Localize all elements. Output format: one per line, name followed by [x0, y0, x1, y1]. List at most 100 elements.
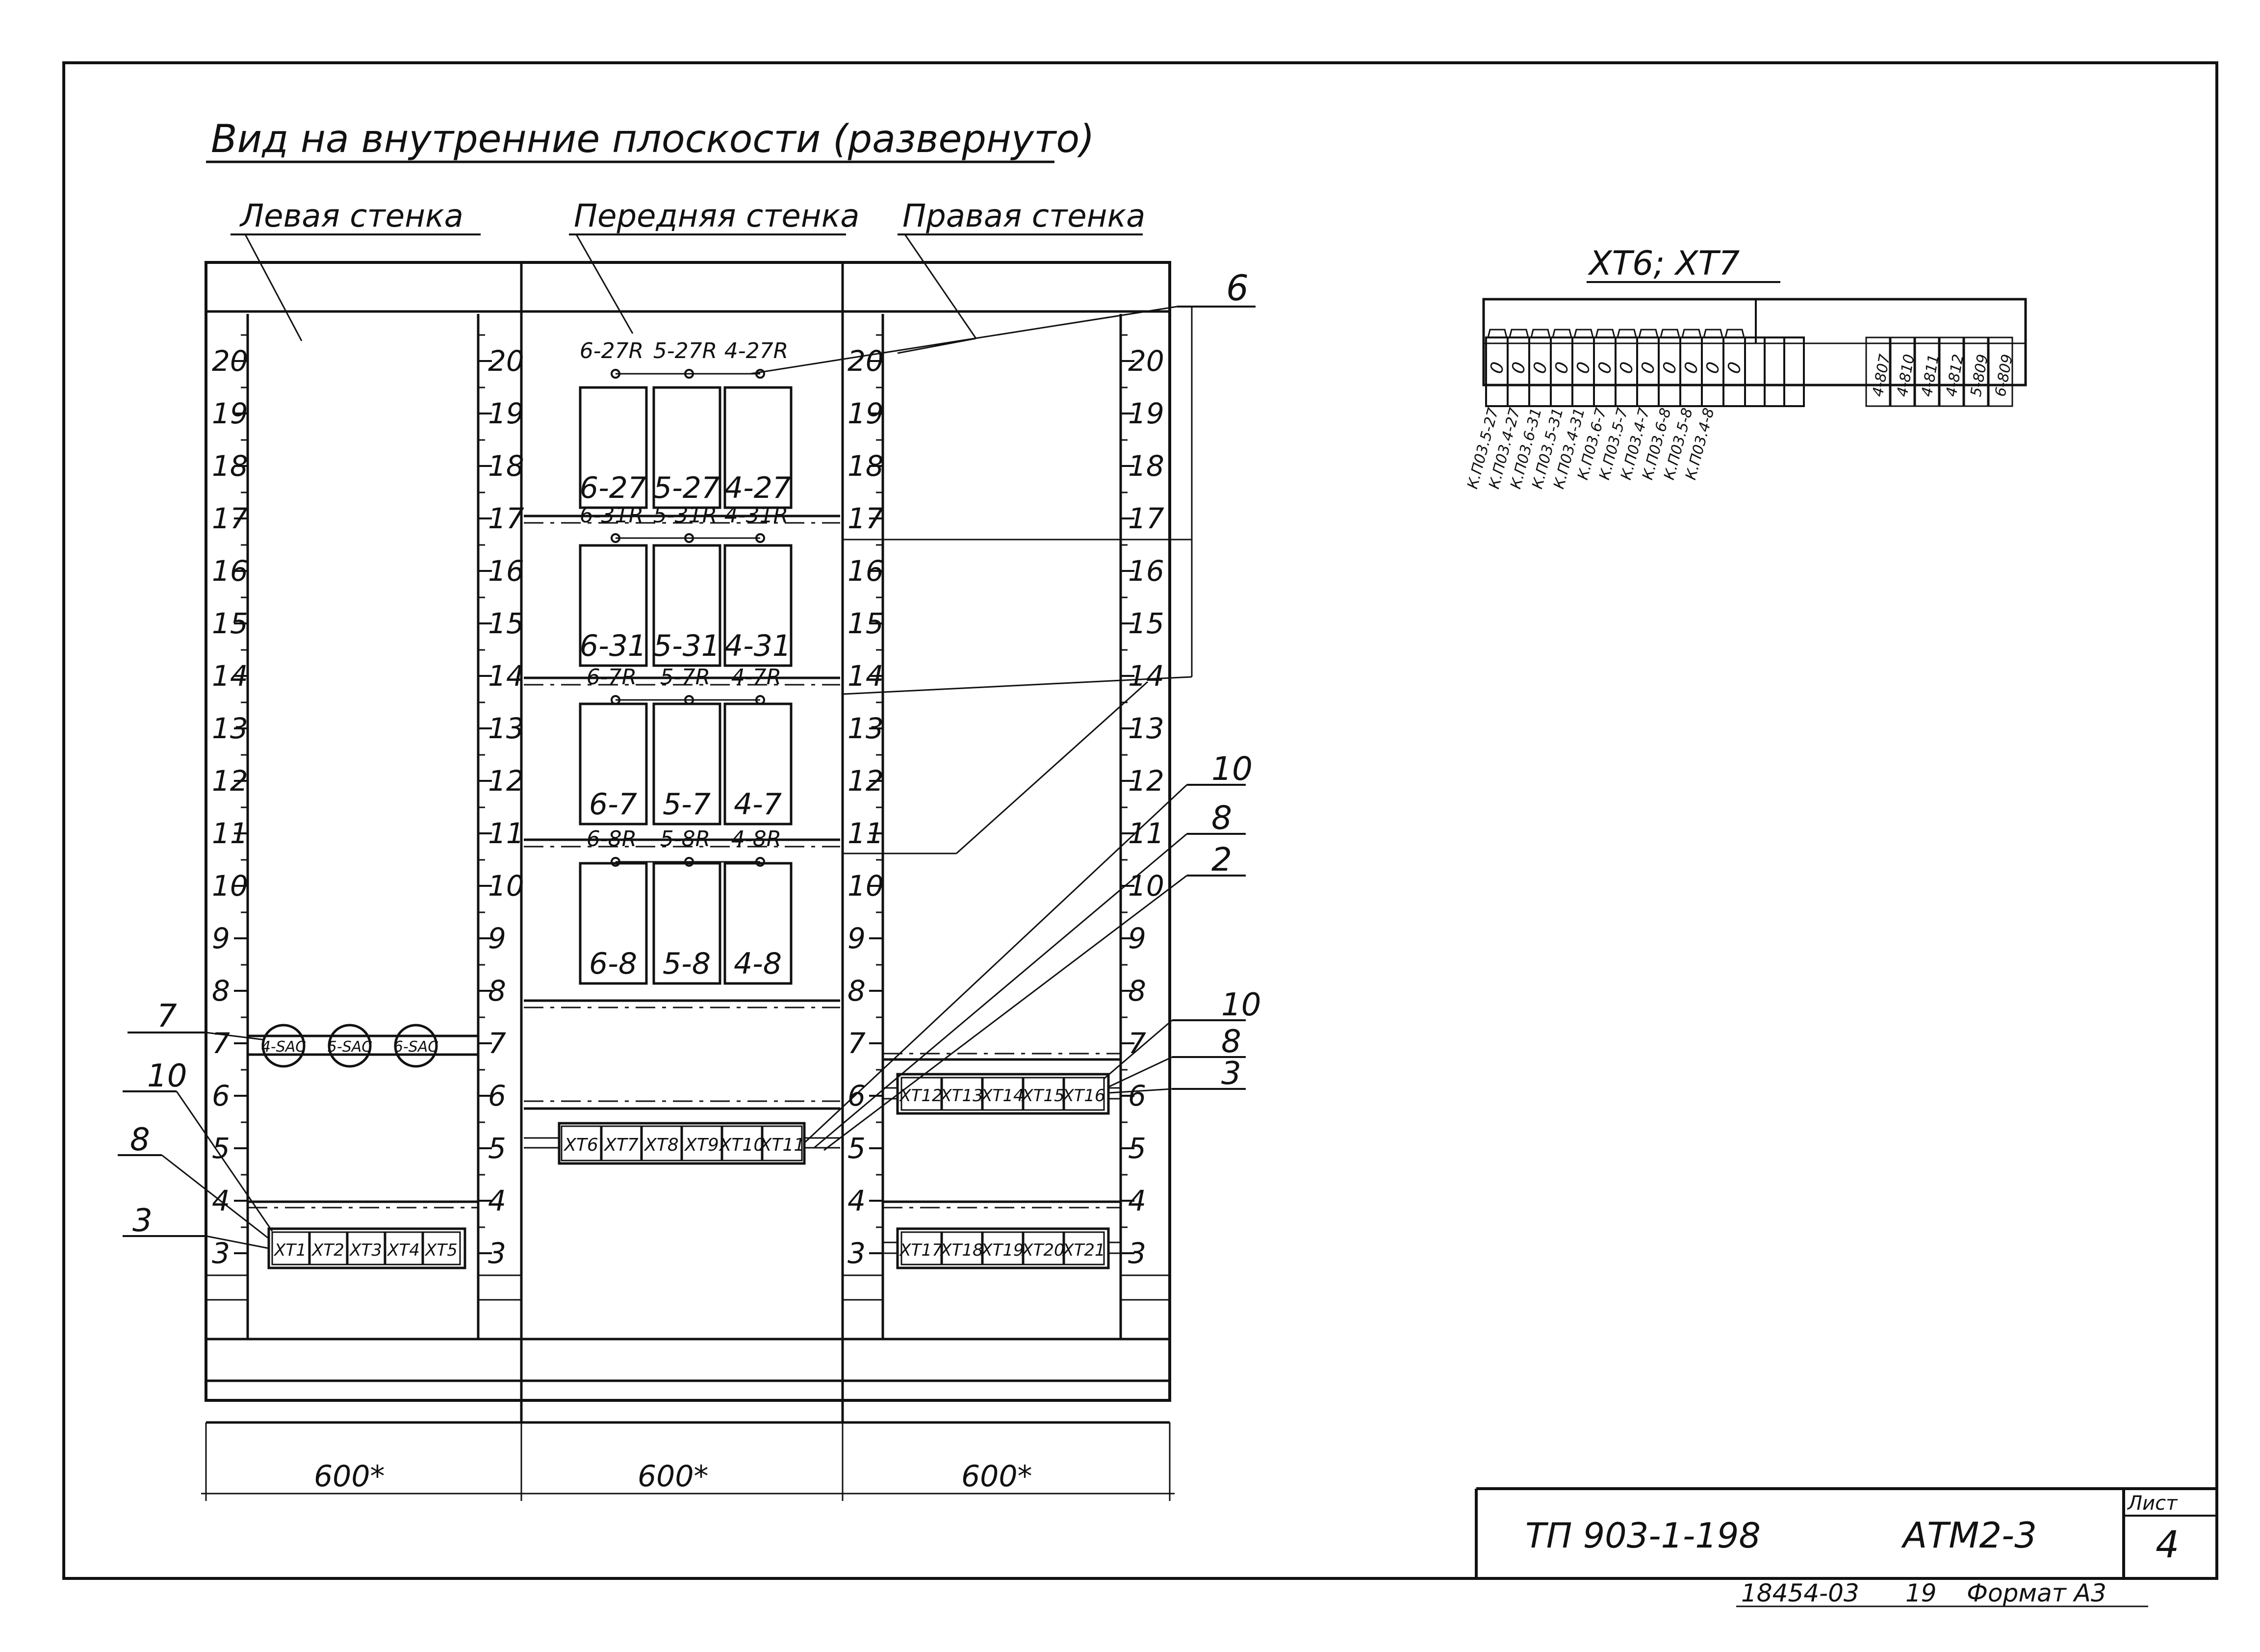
scale-number-left: 10 — [212, 869, 248, 903]
callout-leader — [750, 306, 1178, 375]
scale-number-right-inner: 11 — [848, 817, 884, 850]
scale-number-right-inner: 4 — [848, 1184, 866, 1217]
callout-leader — [843, 676, 1192, 695]
terminal-cap — [1617, 329, 1637, 338]
callout-leader — [205, 1235, 269, 1249]
scale-number-left: 7 — [212, 1027, 230, 1060]
terminal-block-XT11 — [762, 1125, 803, 1162]
terminal-block-XT4 — [385, 1231, 423, 1265]
inventory-number: 18454-03 — [1741, 1579, 1859, 1607]
device-6-7 — [579, 702, 648, 826]
device-label: 5-7 — [663, 787, 711, 822]
device-label: 5-8 — [663, 947, 711, 981]
device-label: 5-27 — [653, 471, 720, 505]
device-5-7 — [652, 702, 721, 826]
terminal-cell-right — [1865, 336, 1891, 407]
switch-4-SAC — [261, 1024, 306, 1068]
terminal-mark: 0 — [1508, 360, 1530, 376]
sheet-number: 4 — [2156, 1523, 2179, 1566]
relay-label: 5-7R — [660, 665, 710, 690]
terminal-block-label: XT10 — [719, 1135, 765, 1155]
callout-number-7: 7 — [157, 998, 177, 1034]
scale-number-right: 14 — [1128, 659, 1164, 693]
scale-number-left: 15 — [212, 607, 248, 640]
device-label: 4-31 — [724, 629, 791, 663]
scale-number-left-inner: 16 — [488, 554, 524, 588]
terminal-block-XT13 — [941, 1077, 983, 1111]
terminal-mark: 0 — [1551, 360, 1573, 376]
switch-label: 5-SAC — [328, 1038, 372, 1056]
device-5-31 — [652, 544, 721, 667]
callout-number-2: 2 — [1211, 841, 1232, 878]
terminal-mark: 0 — [1637, 360, 1660, 376]
scale-number-right-inner: 10 — [848, 869, 884, 903]
terminal-mark: 0 — [1486, 360, 1509, 376]
terminal-block-XT15 — [1023, 1077, 1064, 1111]
scale-number-right-inner: 8 — [848, 974, 866, 1007]
device-5-8 — [652, 862, 721, 985]
terminal-mark: 0 — [1572, 360, 1595, 376]
terminal-block-XT2 — [309, 1231, 348, 1265]
callout-number-6: 6 — [1226, 267, 1249, 309]
terminal-block-XT1 — [271, 1231, 310, 1265]
scale-number-left: 14 — [212, 659, 248, 693]
terminal-block-XT12 — [900, 1077, 942, 1111]
callout-leader — [814, 833, 1187, 1149]
scale-number-left-inner: 20 — [488, 344, 524, 378]
scale-number-left-inner: 5 — [488, 1132, 506, 1165]
scale-number-left-inner: 3 — [488, 1237, 506, 1270]
relay-label: 6-31R — [580, 503, 643, 528]
terminal-block-XT6 — [561, 1125, 602, 1162]
device-6-27 — [579, 386, 648, 509]
terminal-block-XT17 — [900, 1231, 942, 1265]
device-5-27 — [652, 386, 721, 509]
terminal-block-label: XT17 — [899, 1240, 943, 1260]
scale-number-left-inner: 8 — [488, 974, 506, 1007]
scale-number-left-inner: 11 — [488, 817, 524, 850]
project-number: ТП 903-1-198 — [1525, 1516, 1761, 1556]
xt-detail-title: XT6; XT7 — [1588, 244, 1740, 283]
terminal-block-label: XT15 — [1021, 1086, 1064, 1106]
terminal-block-frame — [558, 1122, 806, 1165]
scale-number-left: 20 — [212, 344, 248, 378]
terminal-block-label: XT6 — [563, 1135, 598, 1155]
relay-label: 5-31R — [653, 503, 717, 528]
terminal-cap — [1703, 329, 1723, 338]
terminal-block-XT20 — [1023, 1231, 1064, 1265]
device-label: 6-31 — [580, 629, 646, 663]
scale-number-left: 8 — [212, 974, 230, 1007]
scale-number-right: 4 — [1128, 1184, 1146, 1217]
scale-number-right: 17 — [1128, 502, 1164, 535]
terminal-block-XT21 — [1063, 1231, 1105, 1265]
scale-right-outer — [1119, 314, 1171, 1339]
terminal-block-XT18 — [941, 1231, 983, 1265]
scale-number-right: 16 — [1128, 554, 1164, 588]
terminal-cap — [1638, 329, 1659, 338]
callout-number-8: 8 — [1211, 799, 1232, 837]
terminal-mark: 0 — [1594, 360, 1617, 376]
scale-number-left-inner: 12 — [488, 764, 524, 798]
scale-number-right-inner: 14 — [848, 659, 884, 693]
terminal-block-label: XT2 — [311, 1240, 344, 1260]
scale-number-right-inner: 17 — [848, 502, 884, 535]
relay-label: 6-7R — [587, 665, 637, 690]
callout-number-10: 10 — [1211, 750, 1253, 788]
scale-number-left-inner: 14 — [488, 659, 524, 693]
terminal-block-XT7 — [601, 1125, 642, 1162]
scale-number-right: 11 — [1128, 817, 1164, 850]
callout-leader — [1109, 1056, 1173, 1087]
relay-label: 4-7R — [731, 665, 781, 690]
scale-number-left: 3 — [212, 1237, 230, 1270]
leader-front-wall — [575, 234, 634, 334]
switch-label: 4-SAC — [261, 1038, 306, 1056]
terminal-block-XT19 — [982, 1231, 1024, 1265]
scale-number-left-inner: 9 — [488, 922, 506, 955]
scale-number-right: 6 — [1128, 1079, 1146, 1112]
scale-number-left-inner: 4 — [488, 1184, 506, 1217]
leader-left-wall — [244, 234, 303, 341]
relay-label: 5-27R — [653, 338, 717, 363]
terminal-cell-spare — [1764, 336, 1785, 407]
terminal-block-label: XT16 — [1061, 1086, 1105, 1106]
scale-number-right-inner: 3 — [848, 1237, 866, 1270]
